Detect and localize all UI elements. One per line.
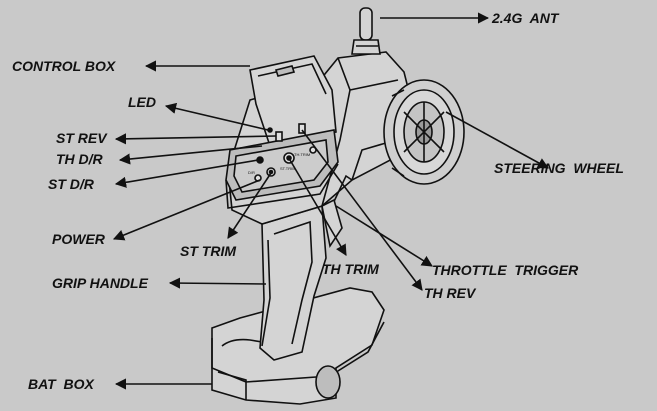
label-th-rev: TH REV [424,285,476,301]
arrow-th-trim [289,159,347,256]
label-power: POWER [52,231,105,247]
label-control-box: CONTROL BOX [12,58,116,74]
callout-arrows [112,12,549,390]
arrow-power [112,179,261,241]
label-st-trim: ST TRIM [180,243,236,259]
panel-st-trim-text: ST.TRIM [280,166,296,171]
arrow-th-dr [118,145,263,165]
label-steering-wheel: STEERING WHEEL [494,160,624,176]
label-th-dr: TH D/R [56,151,103,167]
arrow-grip-handle [168,277,267,289]
label-antenna: 2.4G ANT [492,10,559,26]
label-bat-box: BAT BOX [28,376,94,392]
label-th-trim: TH TRIM [322,261,379,277]
label-grip-handle: GRIP HANDLE [52,275,148,291]
label-st-dr: ST D/R [48,176,94,192]
arrow-throttle-trigger [335,205,433,267]
arrow-st-rev [114,133,277,145]
arrow-led [164,102,269,131]
panel-th-trim-text: TH.TRIM [294,152,310,157]
steering-wheel-shape [383,79,465,185]
label-throttle-trigger: THROTTLE TRIGGER [432,262,579,278]
grip-handle-shape [259,204,327,361]
antenna-shape [351,7,381,55]
arrow-st-dr [114,159,259,188]
arrow-steering-wheel [445,111,549,169]
panel-dr-text: D/R [248,170,255,175]
arrow-st-trim [227,172,272,239]
label-led: LED [128,94,156,110]
arrow-th-rev [301,129,423,291]
label-st-rev: ST REV [56,130,107,146]
